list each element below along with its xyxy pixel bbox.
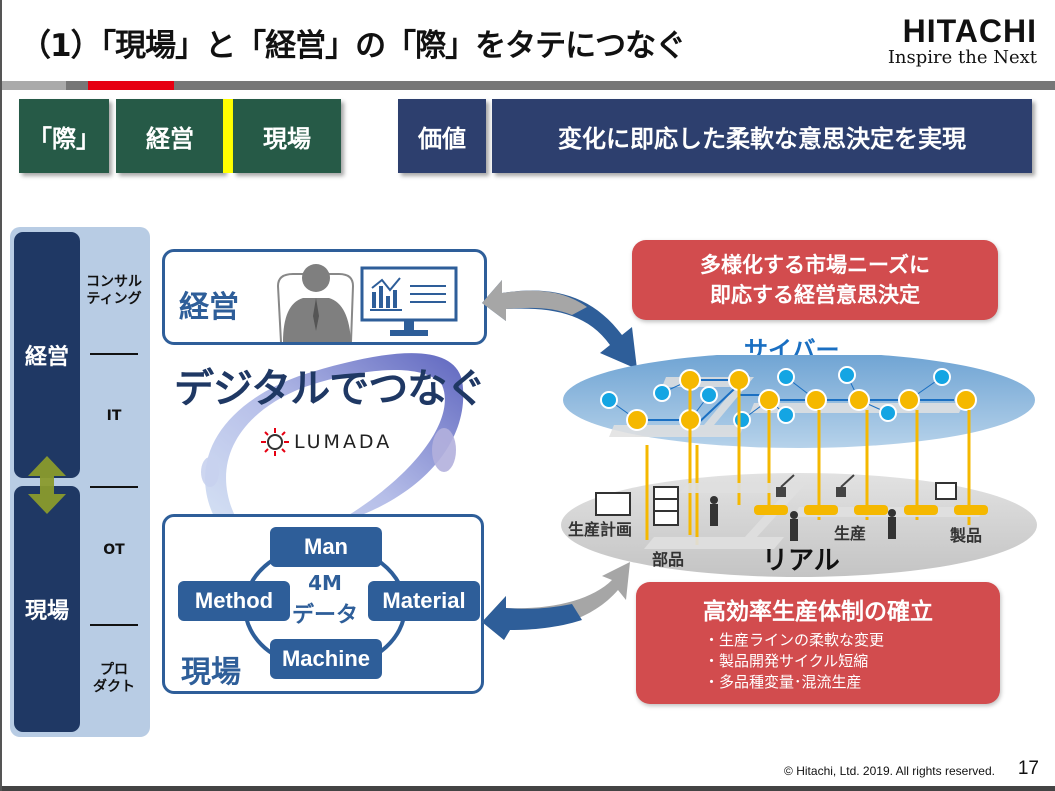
page-title: （1）「現場」と「経営」の「際」をタテにつなぐ xyxy=(20,28,686,64)
market-needs-box: 多様化する市場ニーズに 即応する経営意思決定 xyxy=(632,240,998,320)
efficiency-bullets: ・生産ラインの柔軟な変更 ・製品開発サイクル短縮 ・多品種変量･混流生産 xyxy=(704,630,884,693)
layer-ot: OT xyxy=(103,542,125,558)
parts-shelf-icon xyxy=(653,486,679,526)
page-number: 17 xyxy=(1017,758,1039,779)
brand-name: HITACHI xyxy=(902,13,1037,49)
layer-product-line1: プロ xyxy=(100,662,128,678)
bidirectional-arrow-icon xyxy=(28,456,66,514)
management-box-title: 経営 xyxy=(179,290,239,325)
layer-separator xyxy=(90,624,138,626)
layer-it: IT xyxy=(106,408,122,424)
4m-item-method: Method xyxy=(178,581,290,621)
copyright-notice: © Hitachi, Ltd. 2019. All rights reserve… xyxy=(784,764,995,778)
real-item-parts: 部品 xyxy=(652,550,685,569)
4m-item-material: Material xyxy=(368,581,480,621)
lumada-wordmark: LUMADA xyxy=(294,431,393,453)
top-exchange-arrows xyxy=(482,280,637,369)
tag-kiwa: 「際」 xyxy=(19,99,109,173)
layer-product-line2: ダクト xyxy=(93,679,135,695)
layer-consulting-line1: コンサル xyxy=(86,274,142,290)
layer-consulting: コンサル ティング xyxy=(82,274,146,308)
market-needs-line1: 多様化する市場ニーズに xyxy=(700,253,930,277)
header-rule xyxy=(2,81,1055,90)
worker-icons xyxy=(710,496,896,541)
cyber-physical-diagram xyxy=(561,355,1037,577)
layer-separator xyxy=(90,486,138,488)
digital-swirl-ribbon xyxy=(201,353,464,560)
layer-consulting-line2: ティング xyxy=(86,291,142,307)
layer-pill-field: 現場 xyxy=(14,486,80,732)
tag-genba: 現場 xyxy=(233,99,341,173)
footer-rule xyxy=(2,786,1055,791)
layer-product: プロ ダクト xyxy=(82,662,146,696)
4m-center-data: データ xyxy=(291,603,358,628)
header-rule-grey xyxy=(2,81,66,90)
layer-separator xyxy=(90,353,138,355)
connect-digitally-heading: デジタルでつなぐ xyxy=(174,366,486,412)
real-item-product: 製品 xyxy=(950,526,983,545)
efficiency-bullet: ・製品開発サイクル短縮 xyxy=(704,652,869,670)
car-icons xyxy=(754,505,988,515)
real-label: リアル xyxy=(762,546,840,576)
efficiency-box: 高効率生産体制の確立 ・生産ラインの柔軟な変更 ・製品開発サイクル短縮 ・多品種… xyxy=(636,582,1000,704)
tag-keiei: 経営 xyxy=(116,99,224,173)
efficiency-bullet: ・生産ラインの柔軟な変更 xyxy=(704,631,885,649)
real-item-production: 生産 xyxy=(834,524,867,543)
header-rule-accent xyxy=(88,81,174,90)
4m-item-machine: Machine xyxy=(270,639,382,679)
market-needs-line2: 即応する経営意思決定 xyxy=(710,283,920,307)
tag-value-label: 価値 xyxy=(398,99,486,173)
production-plan-icon xyxy=(595,492,631,516)
hitachi-logo: HITACHI Inspire the Next xyxy=(888,14,1037,68)
real-item-production-plan: 生産計画 xyxy=(568,520,633,539)
field-box: Man Method Material Machine 4M データ 現場 xyxy=(162,514,484,694)
robot-arm-icons xyxy=(776,474,855,497)
4m-center-label: 4M xyxy=(308,571,342,595)
management-box: 経営 xyxy=(162,249,487,345)
lumada-logo: LUMADA xyxy=(260,427,392,457)
product-rack-icon xyxy=(935,482,957,500)
lumada-sun-icon xyxy=(261,428,289,456)
executive-silhouette-icon xyxy=(276,264,355,342)
4m-item-man: Man xyxy=(270,527,382,567)
tag-value-text: 変化に即応した柔軟な意思決定を実現 xyxy=(492,99,1032,173)
bottom-exchange-arrows xyxy=(482,562,630,640)
dashboard-monitor-icon xyxy=(360,266,458,336)
efficiency-bullet: ・多品種変量･混流生産 xyxy=(704,673,862,691)
layer-pill-management: 経営 xyxy=(14,232,80,478)
brand-tagline: Inspire the Next xyxy=(887,47,1037,68)
efficiency-box-title: 高効率生産体制の確立 xyxy=(703,599,933,625)
field-box-title: 現場 xyxy=(181,655,241,690)
tag-divider-highlight xyxy=(223,99,233,173)
